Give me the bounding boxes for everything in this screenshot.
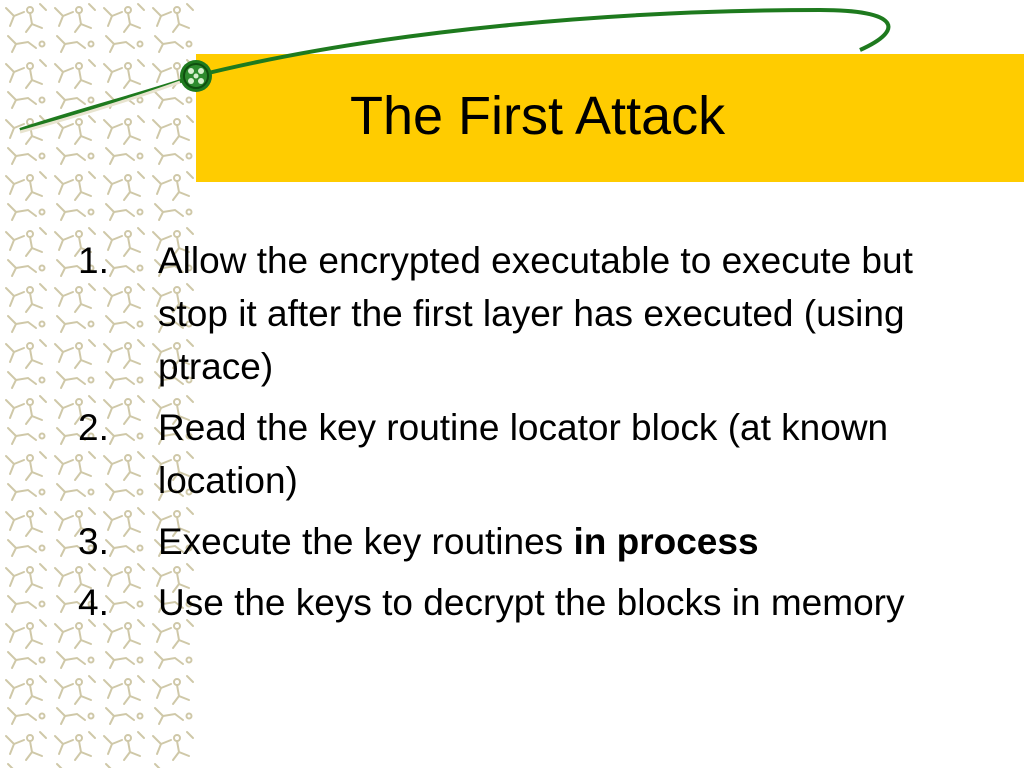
bold-emphasis: in process <box>573 521 759 562</box>
list-item: 1. Allow the encrypted executable to exe… <box>78 234 978 393</box>
slide-title: The First Attack <box>350 86 726 146</box>
numbered-list: 1. Allow the encrypted executable to exe… <box>78 234 978 637</box>
list-item-number: 3. <box>78 521 109 562</box>
list-item-text: Allow the encrypted executable to execut… <box>158 240 913 387</box>
list-item-number: 4. <box>78 582 109 623</box>
list-item: 3. Execute the key routines in process <box>78 515 978 568</box>
list-item-text: Use the keys to decrypt the blocks in me… <box>158 582 905 623</box>
list-item-number: 1. <box>78 240 109 281</box>
list-item-text: Execute the key routines in process <box>158 521 759 562</box>
list-item: 4. Use the keys to decrypt the blocks in… <box>78 576 978 629</box>
list-item: 2. Read the key routine locator block (a… <box>78 401 978 507</box>
list-item-number: 2. <box>78 407 109 448</box>
list-item-text: Read the key routine locator block (at k… <box>158 407 889 501</box>
